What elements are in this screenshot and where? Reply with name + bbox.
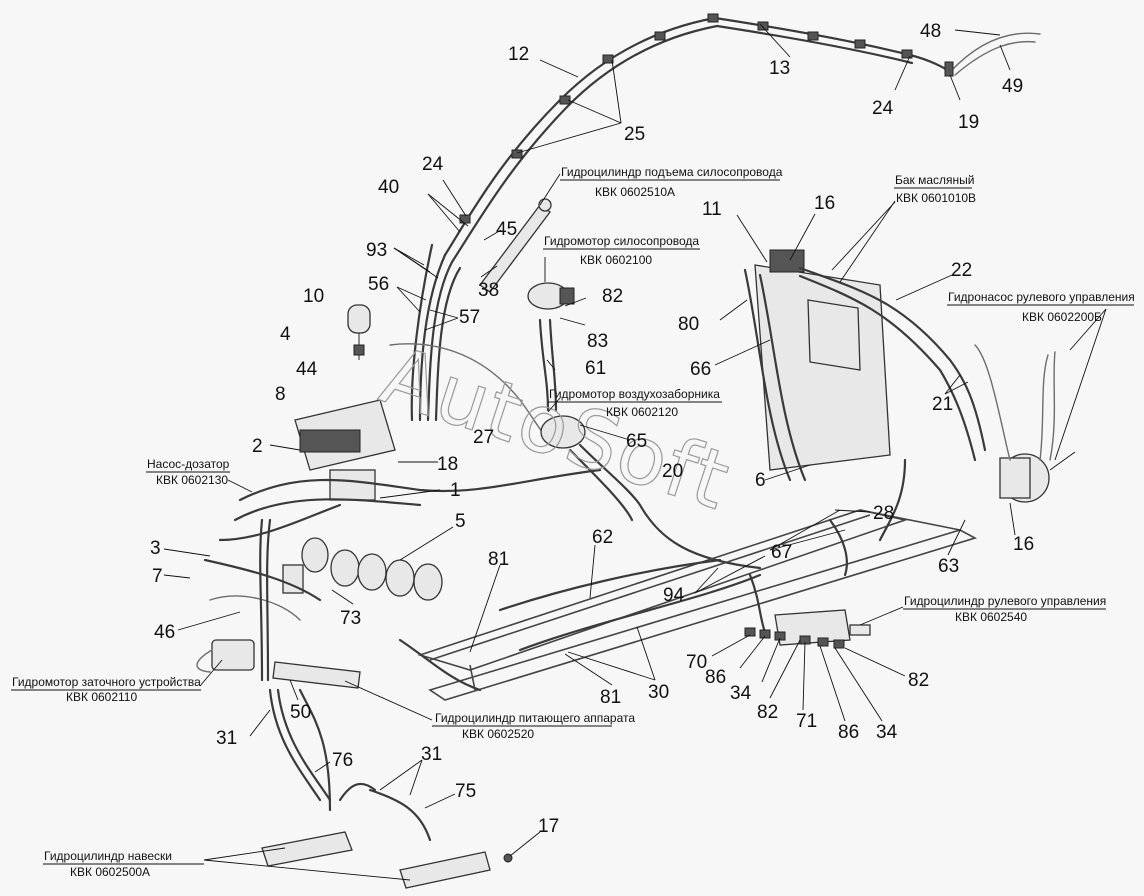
callout-20: 20 bbox=[662, 461, 683, 482]
svg-text:КВК 0602510А: КВК 0602510А bbox=[595, 185, 675, 199]
callout-16b: 16 bbox=[1013, 534, 1034, 555]
svg-text:Гидроцилиндр навески: Гидроцилиндр навески bbox=[44, 849, 172, 863]
svg-text:Гидромотор заточного устройств: Гидромотор заточного устройства bbox=[12, 675, 201, 689]
callout-3: 3 bbox=[150, 538, 161, 559]
callout-34: 34 bbox=[730, 683, 752, 704]
callout-70: 70 bbox=[686, 652, 707, 673]
svg-text:КВК 0602110: КВК 0602110 bbox=[66, 690, 137, 704]
svg-text:Гидроцилиндр питающего аппарат: Гидроцилиндр питающего аппарата bbox=[435, 711, 635, 725]
svg-text:КВК 0602130: КВК 0602130 bbox=[156, 473, 228, 487]
callout-40: 40 bbox=[378, 177, 399, 198]
caption-silo-lift-cylinder: Гидроцилиндр подъема силосопровода КВК 0… bbox=[560, 165, 783, 199]
callout-49: 49 bbox=[1002, 76, 1023, 97]
callout-2: 2 bbox=[252, 436, 263, 457]
callout-5: 5 bbox=[455, 511, 466, 532]
callout-73: 73 bbox=[340, 608, 361, 629]
callout-75: 75 bbox=[455, 781, 476, 802]
callout-57: 57 bbox=[459, 307, 480, 328]
svg-text:КВК 0602120: КВК 0602120 bbox=[606, 405, 678, 419]
callout-94: 94 bbox=[663, 585, 685, 606]
callout-24b: 24 bbox=[422, 154, 444, 175]
callout-86b: 86 bbox=[838, 722, 859, 743]
callout-16: 16 bbox=[814, 193, 835, 214]
callout-34b: 34 bbox=[876, 722, 898, 743]
svg-text:Насос-дозатор: Насос-дозатор bbox=[147, 457, 230, 471]
callout-11: 11 bbox=[702, 199, 722, 220]
svg-text:Гидроцилиндр рулевого управлен: Гидроцилиндр рулевого управления bbox=[904, 594, 1106, 608]
callout-10: 10 bbox=[303, 286, 324, 307]
callout-48: 48 bbox=[920, 21, 941, 42]
callout-56: 56 bbox=[368, 274, 389, 295]
callout-7: 7 bbox=[152, 566, 163, 587]
callout-27: 27 bbox=[473, 427, 494, 448]
callout-65: 65 bbox=[626, 431, 647, 452]
callout-24: 24 bbox=[872, 98, 894, 119]
callout-82b: 82 bbox=[757, 702, 778, 723]
callout-28: 28 bbox=[873, 503, 894, 524]
caption-feeding-cylinder: Гидроцилиндр питающего аппарата КВК 0602… bbox=[432, 711, 635, 741]
component-captions: Гидроцилиндр подъема силосопровода КВК 0… bbox=[11, 165, 1135, 879]
svg-text:Бак масляный: Бак масляный bbox=[895, 173, 975, 187]
callout-46: 46 bbox=[154, 622, 175, 643]
svg-text:Гидронасос рулевого управления: Гидронасос рулевого управления bbox=[948, 290, 1135, 304]
callout-8: 8 bbox=[275, 384, 286, 405]
callout-13: 13 bbox=[769, 58, 790, 79]
callout-17: 17 bbox=[538, 816, 559, 837]
callout-61: 61 bbox=[585, 358, 606, 379]
callout-82c: 82 bbox=[908, 670, 929, 691]
watermark: AutoSoft bbox=[371, 329, 742, 529]
leader-lines bbox=[163, 23, 1107, 881]
callout-4: 4 bbox=[280, 324, 291, 345]
svg-text:КВК 0602100: КВК 0602100 bbox=[580, 253, 652, 267]
callout-67: 67 bbox=[771, 542, 792, 563]
callout-30: 30 bbox=[648, 682, 669, 703]
svg-text:КВК 0602540: КВК 0602540 bbox=[955, 610, 1027, 624]
caption-air-intake-hydromotor: Гидромотор воздухозаборника КВК 0602120 bbox=[548, 387, 722, 419]
callout-31b: 31 bbox=[421, 744, 442, 765]
caption-silo-hydromotor: Гидромотор силосопровода КВК 0602100 bbox=[543, 234, 700, 267]
callout-83: 83 bbox=[587, 331, 608, 352]
svg-text:КВК 0601010В: КВК 0601010В bbox=[896, 191, 976, 205]
callout-12: 12 bbox=[508, 44, 529, 65]
svg-text:Гидромотор силосопровода: Гидромотор силосопровода bbox=[544, 234, 699, 248]
svg-text:КВК 0602500А: КВК 0602500А bbox=[70, 865, 150, 879]
callout-18: 18 bbox=[437, 454, 458, 475]
callout-6: 6 bbox=[755, 470, 766, 491]
callout-93: 93 bbox=[366, 240, 387, 261]
caption-sharpening-hydromotor: Гидромотор заточного устройства КВК 0602… bbox=[11, 675, 201, 704]
callout-80: 80 bbox=[678, 314, 699, 335]
callout-31: 31 bbox=[216, 728, 237, 749]
callout-1: 1 bbox=[450, 480, 461, 501]
caption-attachment-cylinder: Гидроцилиндр навески КВК 0602500А bbox=[43, 849, 204, 879]
callout-19: 19 bbox=[958, 112, 979, 133]
caption-oil-tank: Бак масляный КВК 0601010В bbox=[894, 173, 976, 205]
callout-38: 38 bbox=[478, 280, 499, 301]
callout-25: 25 bbox=[624, 124, 645, 145]
callout-86: 86 bbox=[705, 667, 726, 688]
svg-text:КВК 0602200Б: КВК 0602200Б bbox=[1022, 310, 1102, 324]
callout-76: 76 bbox=[332, 750, 353, 771]
callout-50: 50 bbox=[290, 702, 311, 723]
callout-71: 71 bbox=[796, 711, 817, 732]
callout-45: 45 bbox=[496, 219, 517, 240]
caption-pump-dosing-unit: Насос-дозатор КВК 0602130 bbox=[146, 457, 230, 487]
callout-66: 66 bbox=[690, 359, 711, 380]
svg-text:Гидромотор воздухозаборника: Гидромотор воздухозаборника bbox=[549, 387, 720, 401]
callout-numbers: 12 13 48 49 24 19 25 24 40 45 11 16 93 5… bbox=[150, 21, 1034, 837]
caption-steering-cylinder: Гидроцилиндр рулевого управления КВК 060… bbox=[903, 594, 1106, 624]
callout-82: 82 bbox=[602, 286, 623, 307]
callout-81b: 81 bbox=[600, 687, 621, 708]
callout-63: 63 bbox=[938, 556, 959, 577]
callout-21: 21 bbox=[932, 394, 953, 415]
callout-22: 22 bbox=[951, 260, 972, 281]
svg-text:КВК 0602520: КВК 0602520 bbox=[462, 727, 534, 741]
caption-steering-pump: Гидронасос рулевого управления КВК 06022… bbox=[947, 290, 1135, 324]
drawing-linework bbox=[196, 13, 1056, 889]
callout-44: 44 bbox=[296, 359, 318, 380]
callout-81: 81 bbox=[488, 549, 509, 570]
callout-62: 62 bbox=[592, 527, 613, 548]
svg-text:Гидроцилиндр подъема силосопро: Гидроцилиндр подъема силосопровода bbox=[561, 165, 783, 179]
